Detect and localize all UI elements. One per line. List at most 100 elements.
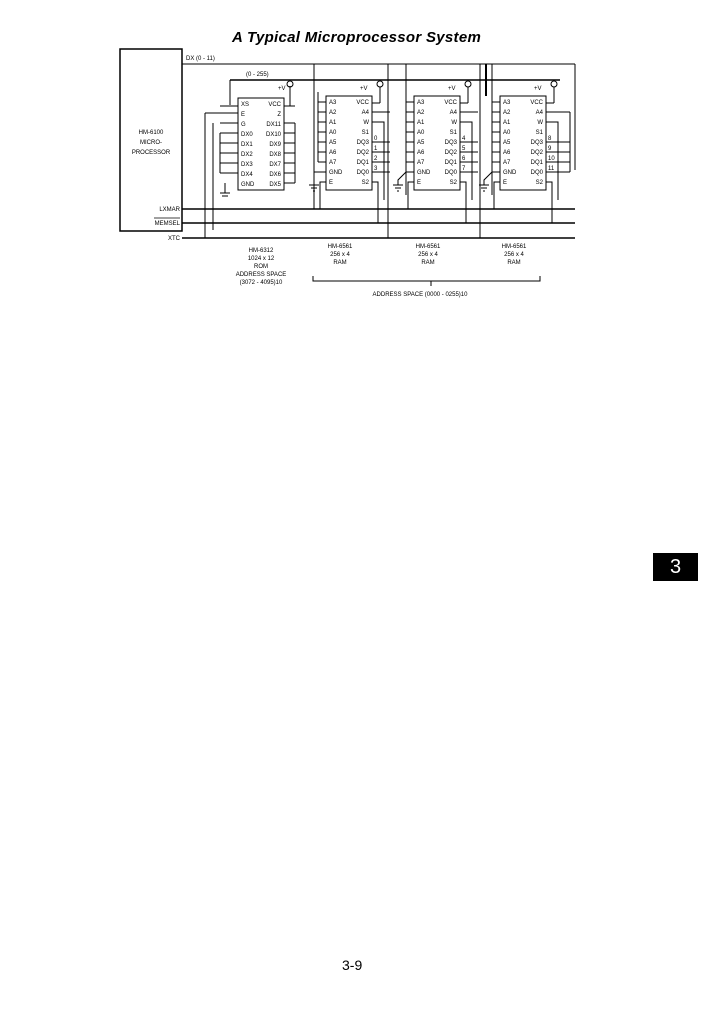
bit-label: 0 xyxy=(374,136,378,142)
rom-pin: DX3 xyxy=(241,162,253,168)
ram-pin: A6 xyxy=(503,150,511,156)
rom-pin: DX10 xyxy=(266,132,282,138)
ram-pin: DQ0 xyxy=(531,170,544,176)
ram-pin: A5 xyxy=(329,140,337,146)
ram-pin: E xyxy=(503,180,507,186)
cpu-label-1: HM-6100 xyxy=(139,130,164,136)
ram-pin: E xyxy=(329,180,333,186)
rom-caption: ADDRESS SPACE xyxy=(236,272,287,278)
diagram-title: A Typical Microprocessor System xyxy=(232,29,482,46)
dx-bus-label: DX (0 - 11) xyxy=(186,56,215,62)
vplus-label: +V xyxy=(534,86,542,92)
ram-pin: GND xyxy=(329,170,343,176)
ram-address-space: ADDRESS SPACE (0000 - 0255)10 xyxy=(373,292,469,298)
ram-pin: S1 xyxy=(536,130,544,136)
page-number: 3-9 xyxy=(342,957,363,973)
ram-pin: A2 xyxy=(503,110,511,116)
bit-label: 9 xyxy=(548,146,552,152)
rom-pin: DX5 xyxy=(269,182,281,188)
ram-pin: A0 xyxy=(329,130,337,136)
cpu-label-2: MICRO- xyxy=(140,140,162,146)
ram-pin: A2 xyxy=(329,110,337,116)
bit-label: 5 xyxy=(462,146,466,152)
ram-pin: E xyxy=(417,180,421,186)
ram-pin: A0 xyxy=(417,130,425,136)
ram-pin: VCC xyxy=(444,100,457,106)
ram-pin: DQ3 xyxy=(531,140,544,146)
bit-label: 6 xyxy=(462,156,466,162)
ram-pin: S2 xyxy=(362,180,370,186)
section-tab: 3 xyxy=(653,553,698,581)
rom-caption: 1024 x 12 xyxy=(248,256,275,262)
ram-pin: A1 xyxy=(503,120,511,126)
ram-caption: RAM xyxy=(421,260,434,266)
ram-pin: A6 xyxy=(417,150,425,156)
vplus-label: +V xyxy=(278,86,286,92)
ram-caption: 256 x 4 xyxy=(504,252,524,258)
bit-label: 3 xyxy=(374,166,378,172)
bit-label: 7 xyxy=(462,166,466,172)
bit-label: 11 xyxy=(548,166,555,172)
signal-memsel: MEMSEL xyxy=(155,221,181,227)
ram-pin: DQ3 xyxy=(445,140,458,146)
ram-pin: S1 xyxy=(362,130,370,136)
signal-lxmar: LXMAR xyxy=(159,207,180,213)
cpu-label-3: PROCESSOR xyxy=(132,150,171,156)
rom-pin: XS xyxy=(241,102,249,108)
rom-pin: DX7 xyxy=(269,162,281,168)
rom-pin: DX2 xyxy=(241,152,253,158)
ram-caption: HM-6561 xyxy=(328,244,353,250)
ram-pin: A3 xyxy=(329,100,337,106)
rom-pin: E xyxy=(241,112,245,118)
ram-pin: A5 xyxy=(503,140,511,146)
ram-pin: A1 xyxy=(329,120,337,126)
vplus-label: +V xyxy=(448,86,456,92)
ram-chip-1: +V A3 A2 A1 A0 A5 A6 A7 GND E VCC A4 W S… xyxy=(309,80,390,223)
rom-caption: (3072 - 4095)10 xyxy=(240,280,283,286)
ram-pin: DQ1 xyxy=(531,160,544,166)
ram-caption: 256 x 4 xyxy=(330,252,350,258)
ram-pin: W xyxy=(363,120,369,126)
rom-pin: DX4 xyxy=(241,172,253,178)
bit-label: 10 xyxy=(548,156,555,162)
ram-chip-3: +V A3 A2 A1 A0 A5 A6 A7 GND E VCC A4 W S… xyxy=(479,80,571,223)
ram-pin: DQ0 xyxy=(445,170,458,176)
ram-caption: HM-6561 xyxy=(416,244,441,250)
rom-caption: HM-6312 xyxy=(249,248,274,254)
ram-caption: RAM xyxy=(333,260,346,266)
ram-caption: 256 x 4 xyxy=(418,252,438,258)
ram-pin: W xyxy=(451,120,457,126)
ram-pin: GND xyxy=(503,170,517,176)
addr-bus-label: (0 - 255) xyxy=(246,72,269,78)
ram-pin: A3 xyxy=(417,100,425,106)
ram-pin: GND xyxy=(417,170,431,176)
ram-pin: A5 xyxy=(417,140,425,146)
rom-pin: GND xyxy=(241,182,255,188)
rom-pin: VCC xyxy=(268,102,281,108)
rom-pin: DX0 xyxy=(241,132,253,138)
ram-pin: A3 xyxy=(503,100,511,106)
ram-pin: A7 xyxy=(503,160,511,166)
ram-pin: A4 xyxy=(536,110,544,116)
rom-pin: G xyxy=(241,122,246,128)
ram-pin: S1 xyxy=(450,130,458,136)
ram-chip-2: +V A3 A2 A1 A0 A5 A6 A7 GND E VCC A4 W S… xyxy=(393,80,478,223)
rom-pin: Z xyxy=(277,112,281,118)
ram-pin: VCC xyxy=(530,100,543,106)
ram-pin: A4 xyxy=(362,110,370,116)
ram-pin: A7 xyxy=(329,160,337,166)
ram-pin: A1 xyxy=(417,120,425,126)
ram-pin: S2 xyxy=(536,180,544,186)
ram-pin: A6 xyxy=(329,150,337,156)
rom-chip: +V XS E G DX0 DX1 DX2 DX3 DX4 GND VCC Z … xyxy=(204,80,296,238)
ram-pin: VCC xyxy=(356,100,369,106)
ram-pin: DQ3 xyxy=(357,140,370,146)
bit-label: 2 xyxy=(374,156,378,162)
ram-pin: DQ2 xyxy=(445,150,458,156)
rom-pin: DX8 xyxy=(269,152,281,158)
ram-pin: DQ2 xyxy=(357,150,370,156)
ram-caption: RAM xyxy=(507,260,520,266)
bit-label: 4 xyxy=(462,136,466,142)
rom-pin: DX1 xyxy=(241,142,253,148)
ram-pin: DQ1 xyxy=(445,160,458,166)
